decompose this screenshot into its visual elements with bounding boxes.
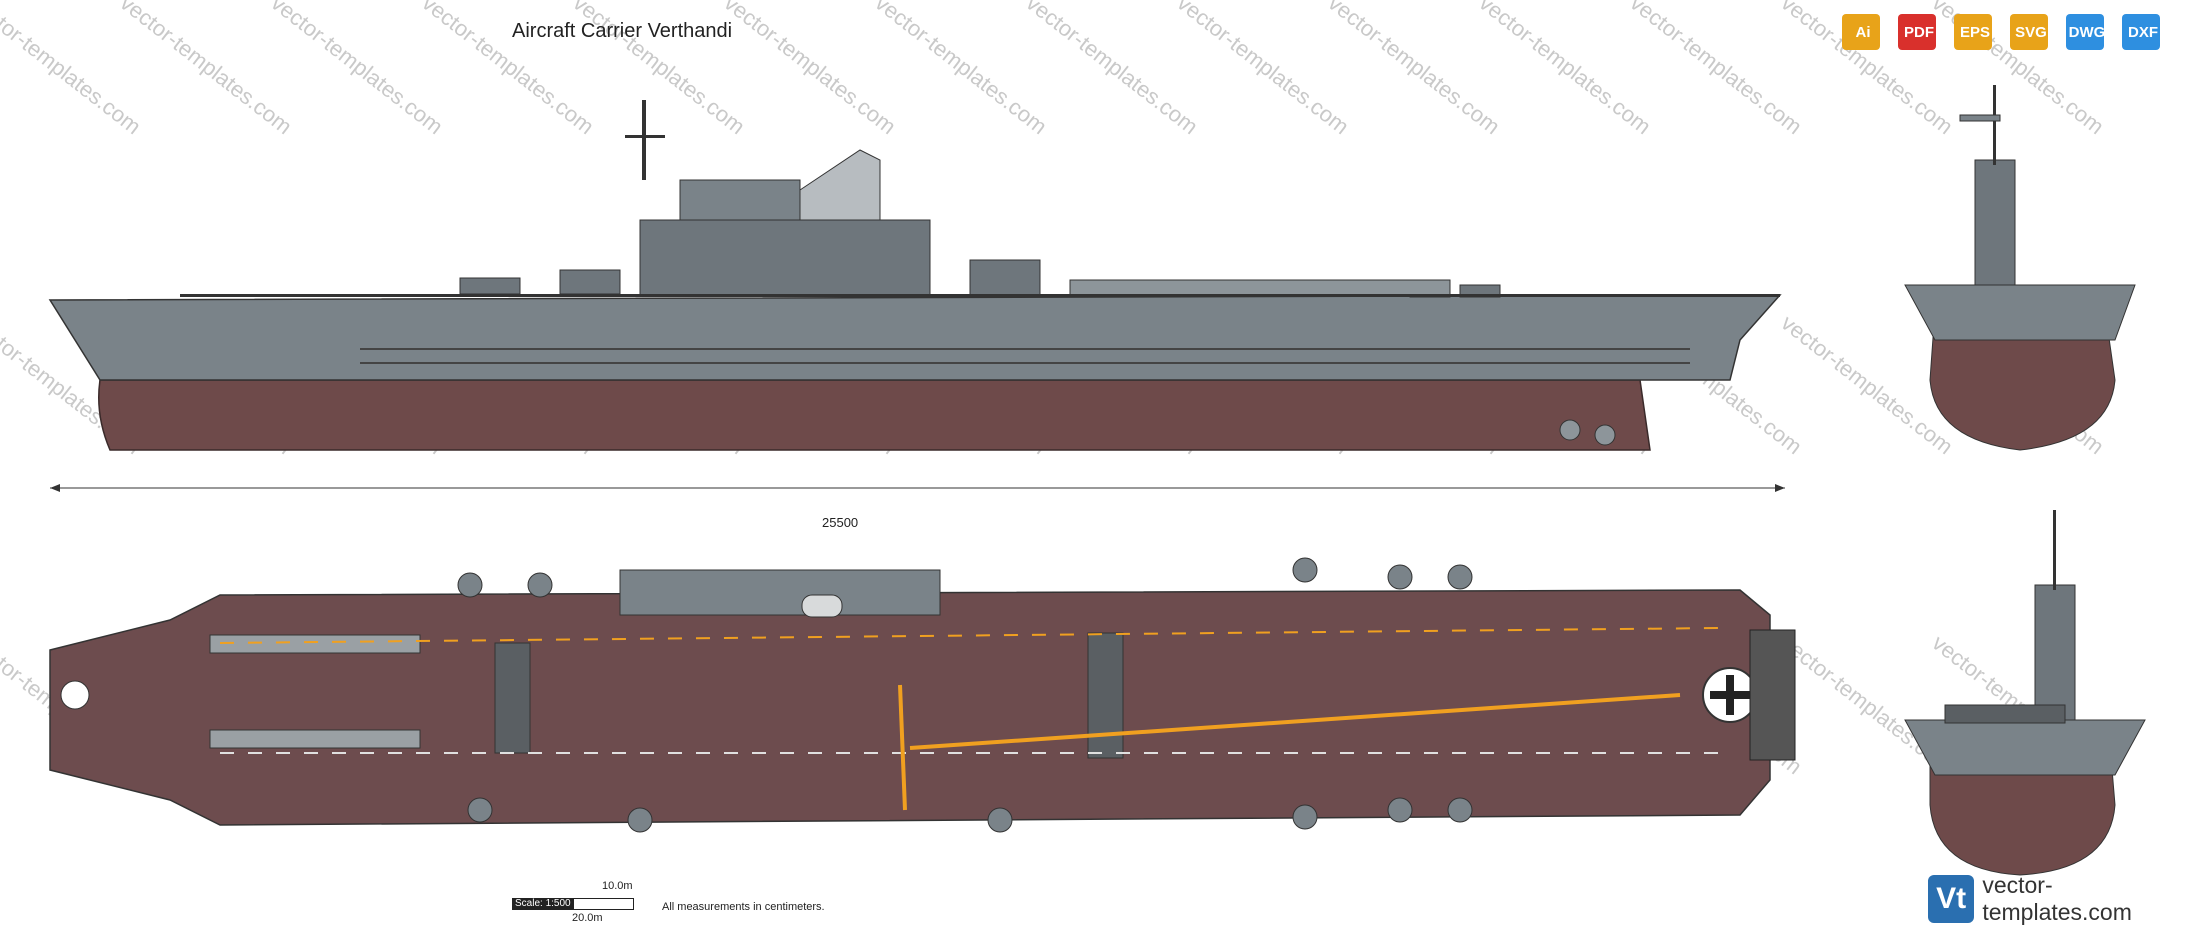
scale-20m-label: 20.0m — [572, 912, 603, 924]
scale-label: Scale: 1:500 — [513, 899, 574, 909]
svg-format-icon[interactable]: SVG — [2006, 8, 2056, 52]
brand-name: vector-templates.com — [1982, 872, 2132, 925]
length-dimension-line — [50, 484, 1785, 492]
top-view-drawing — [49, 557, 1796, 833]
scale-10m-label: 10.0m — [602, 880, 633, 892]
eps-format-icon[interactable]: EPS — [1950, 8, 2000, 52]
side-view-drawing — [48, 100, 1782, 451]
brand[interactable]: Vt vector-templates.com — [1928, 872, 2186, 926]
length-dimension-label: 25500 — [822, 515, 859, 530]
pdf-format-icon[interactable]: PDF — [1894, 8, 1944, 52]
rear-view-drawing — [1904, 510, 2146, 876]
vt-logo-icon: Vt — [1928, 875, 1975, 923]
measurement-note: All measurements in centimeters. — [662, 901, 825, 913]
ai-format-icon[interactable]: Ai — [1838, 8, 1888, 52]
dwg-format-icon[interactable]: DWG — [2062, 8, 2112, 52]
scale-bar: Scale: 1:500 — [512, 898, 634, 910]
page-title: Aircraft Carrier Verthandi — [512, 20, 733, 42]
front-view-drawing — [1904, 85, 2136, 451]
format-icons: Ai PDF EPS SVG DWG DXF — [1838, 8, 2168, 52]
dxf-format-icon[interactable]: DXF — [2118, 8, 2168, 52]
